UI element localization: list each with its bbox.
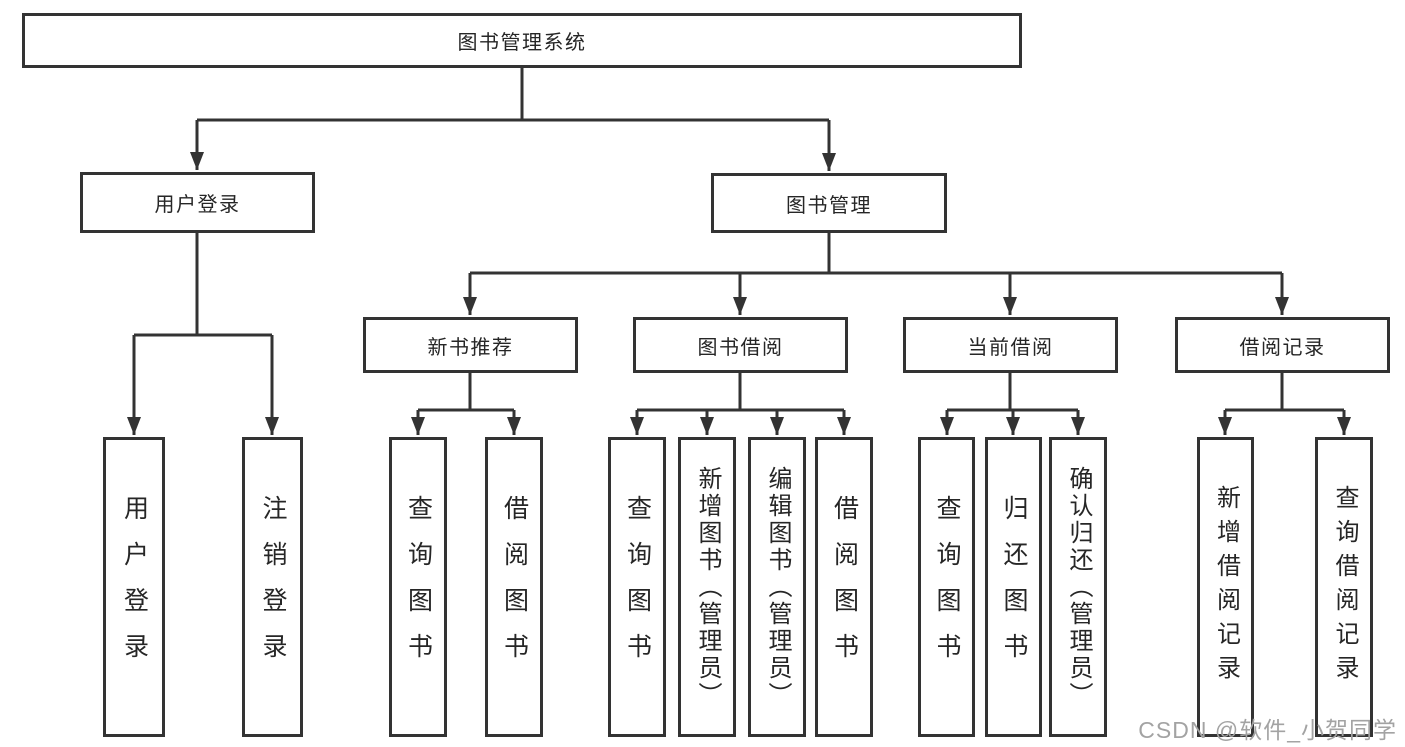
node-return-book: 归还图书 xyxy=(985,437,1042,737)
node-user-login: 用户登录 xyxy=(80,172,315,233)
node-return-book-label: 归还图书 xyxy=(1000,495,1028,679)
node-add-borrow-record-label: 新增借阅记录 xyxy=(1212,485,1240,689)
connector-book-borrow-children xyxy=(630,373,851,435)
node-borrowing-records-label: 借阅记录 xyxy=(1239,336,1326,359)
node-query-borrow-record: 查询借阅记录 xyxy=(1315,437,1373,737)
node-new-book-recommend: 新书推荐 xyxy=(363,317,578,373)
node-add-book-admin-label: 新增图书（管理员） xyxy=(694,465,721,709)
node-logout: 注销登录 xyxy=(242,437,303,737)
connector-borrow-record-children xyxy=(1218,373,1351,435)
node-book-management-label: 图书管理 xyxy=(786,194,872,217)
node-user-login-label: 用户登录 xyxy=(154,194,241,216)
node-book-management: 图书管理 xyxy=(711,173,947,233)
node-add-book-admin: 新增图书（管理员） xyxy=(678,437,736,737)
node-user-login-leaf: 用户登录 xyxy=(103,437,165,737)
node-borrow-books-recommend: 借阅图书 xyxy=(485,437,543,737)
node-current-borrowing: 当前借阅 xyxy=(903,317,1118,373)
node-confirm-return-admin: 确认归还（管理员） xyxy=(1049,437,1107,737)
node-current-borrowing-label: 当前借阅 xyxy=(967,336,1054,359)
node-edit-book-admin: 编辑图书（管理员） xyxy=(748,437,806,737)
node-query-books-recommend-label: 查询图书 xyxy=(404,495,433,679)
connector-user-login-children xyxy=(127,233,279,435)
node-library-system-label: 图书管理系统 xyxy=(457,32,587,54)
node-query-books-borrow: 查询图书 xyxy=(608,437,666,737)
connector-new-book-children xyxy=(411,373,521,435)
connector-current-borrow-children xyxy=(940,373,1085,435)
node-user-login-leaf-label: 用户登录 xyxy=(120,495,149,679)
node-book-borrowing-label: 图书借阅 xyxy=(697,336,784,359)
node-query-books-current: 查询图书 xyxy=(918,437,975,737)
node-query-borrow-record-label: 查询借阅记录 xyxy=(1331,485,1358,689)
node-borrow-books-leaf: 借阅图书 xyxy=(815,437,873,737)
connector-root-to-level2 xyxy=(190,68,836,171)
connector-book-mgmt-children xyxy=(463,233,1289,315)
node-logout-label: 注销登录 xyxy=(259,495,287,679)
node-new-book-recommend-label: 新书推荐 xyxy=(427,336,514,359)
node-add-borrow-record: 新增借阅记录 xyxy=(1197,437,1254,737)
node-borrow-books-leaf-label: 借阅图书 xyxy=(830,495,859,679)
csdn-watermark: CSDN @软件_小贺同学 xyxy=(1138,717,1397,743)
node-query-books-borrow-label: 查询图书 xyxy=(623,495,652,679)
node-confirm-return-admin-label: 确认归还（管理员） xyxy=(1065,465,1092,709)
node-edit-book-admin-label: 编辑图书（管理员） xyxy=(764,465,791,709)
node-book-borrowing: 图书借阅 xyxy=(633,317,848,373)
node-borrowing-records: 借阅记录 xyxy=(1175,317,1390,373)
node-library-system: 图书管理系统 xyxy=(22,13,1022,68)
node-query-books-current-label: 查询图书 xyxy=(933,495,961,679)
node-query-books-recommend: 查询图书 xyxy=(389,437,447,737)
node-borrow-books-recommend-label: 借阅图书 xyxy=(500,495,529,679)
